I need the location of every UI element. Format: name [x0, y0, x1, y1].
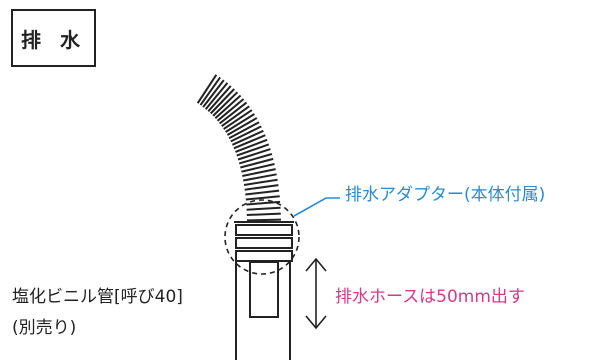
adapter-label: 排水アダプター(本体付属): [345, 185, 546, 205]
pvc-pipe: [235, 262, 291, 360]
hose-rib: [242, 168, 276, 177]
hose-rib: [235, 138, 268, 153]
hose-rib: [246, 200, 281, 206]
drain-hose: [196, 74, 282, 222]
hose-rib: [196, 74, 218, 104]
hose-rib: [225, 113, 255, 133]
hose-rib: [245, 189, 280, 196]
hose-rib: [218, 101, 248, 125]
hose-rib: [207, 85, 232, 112]
hose-rib: [233, 134, 266, 150]
adapter-leader-line: [293, 197, 340, 217]
hose-tail: [249, 261, 279, 318]
hose-rib: [238, 153, 273, 165]
hose-rib: [214, 94, 242, 120]
drain-adapter: [234, 221, 294, 262]
hose-rib: [202, 79, 225, 108]
hose-rib: [236, 143, 270, 157]
hose-rib: [243, 178, 278, 186]
hose-rib: [199, 76, 221, 106]
hose-rib: [204, 82, 229, 110]
pipe-label: 塩化ビニル管[呼び40]: [12, 287, 183, 307]
hose-rib: [230, 125, 262, 143]
hose-extension-label: 排水ホースは50mm出す: [335, 287, 525, 307]
hose-rib: [246, 218, 282, 222]
hose-rib: [216, 98, 245, 122]
hose-rib: [223, 109, 253, 130]
hose-rib: [245, 195, 280, 201]
hose-rib: [226, 117, 258, 136]
hose-rib: [209, 88, 235, 115]
hose-rib: [243, 173, 277, 182]
hose-rib: [221, 105, 250, 128]
hose-rib: [228, 121, 260, 140]
hose-rib: [246, 212, 281, 216]
hose-rib: [240, 157, 274, 169]
section-title: 排 水: [11, 9, 96, 67]
adapter-highlight-circle: [224, 199, 300, 275]
hose-rib: [212, 91, 239, 117]
extension-dimension-arrow: [305, 257, 327, 330]
hose-rib: [237, 148, 271, 161]
hose-rib: [231, 129, 264, 146]
hose-rib: [246, 206, 281, 211]
hose-rib: [241, 163, 275, 173]
hose-rib: [244, 184, 279, 191]
pipe-note-label: (別売り): [12, 318, 77, 338]
